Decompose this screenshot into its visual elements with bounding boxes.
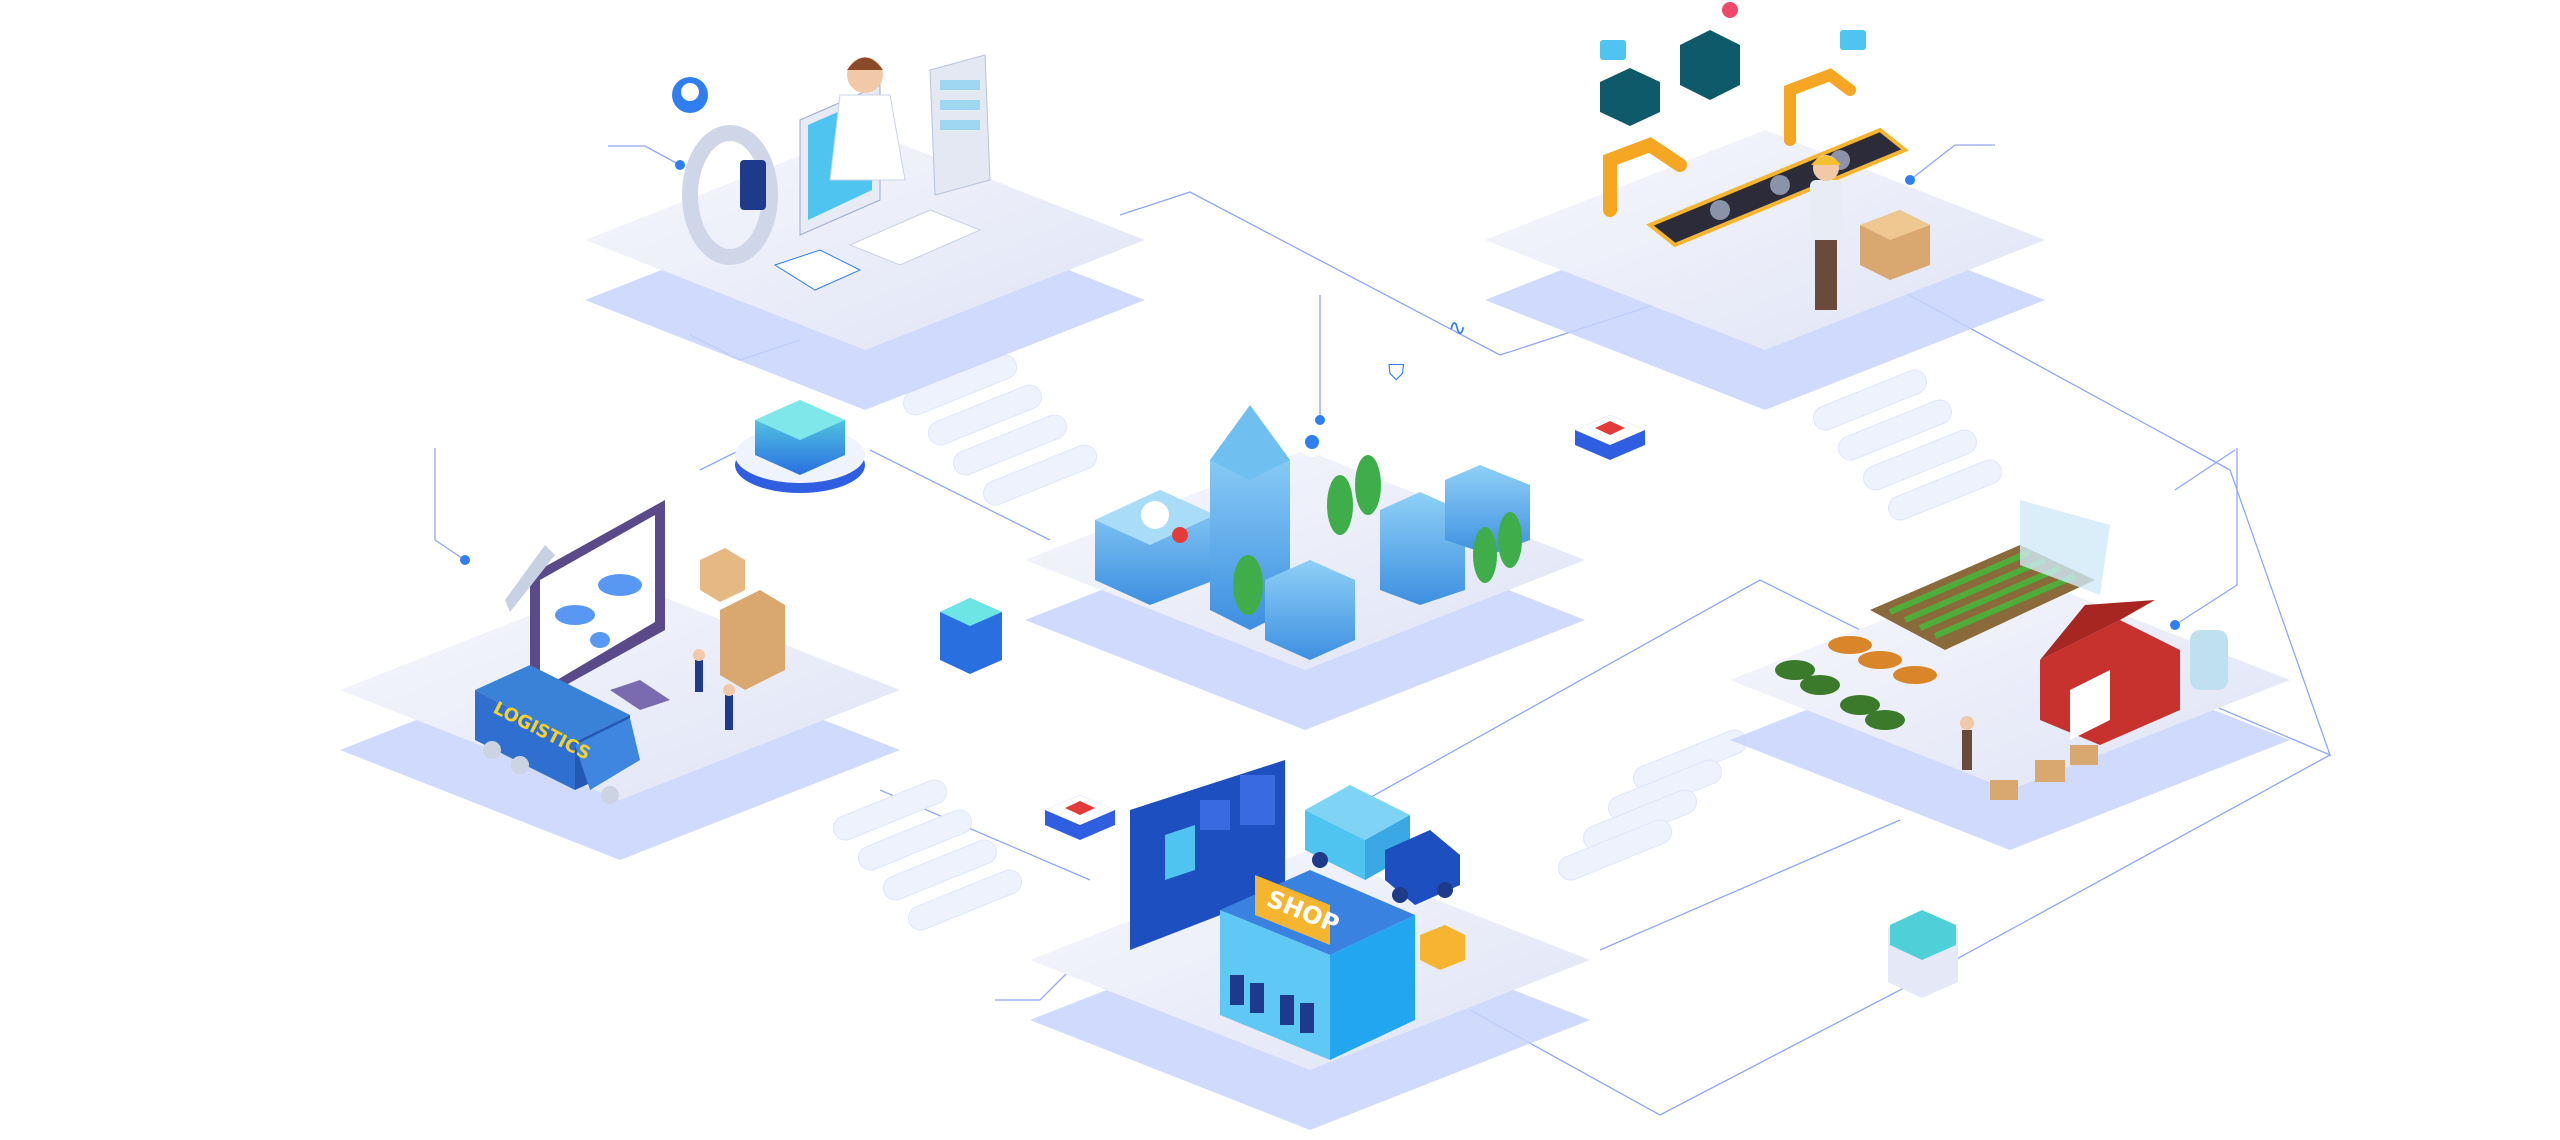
shield-icon: ⛉ bbox=[1388, 361, 1405, 386]
medical-scene bbox=[672, 54, 991, 291]
node-button-icon bbox=[1045, 415, 1645, 840]
logistics-scene: LOGISTICS bbox=[475, 500, 785, 804]
platform-factory bbox=[1485, 130, 2045, 410]
network-icon: ∿ bbox=[1448, 316, 1466, 341]
retail-scene: SHOP bbox=[1130, 760, 1465, 1060]
delivery-truck bbox=[1305, 785, 1460, 905]
agriculture-scene bbox=[1775, 500, 2228, 800]
smart-city-scene bbox=[1095, 405, 1530, 660]
factory-scene bbox=[1600, 2, 1930, 310]
small-cube-icon bbox=[940, 598, 1002, 674]
node-cube-icon bbox=[735, 400, 865, 493]
logistics-truck: LOGISTICS bbox=[475, 665, 640, 804]
small-cube-icon bbox=[1888, 910, 1958, 998]
